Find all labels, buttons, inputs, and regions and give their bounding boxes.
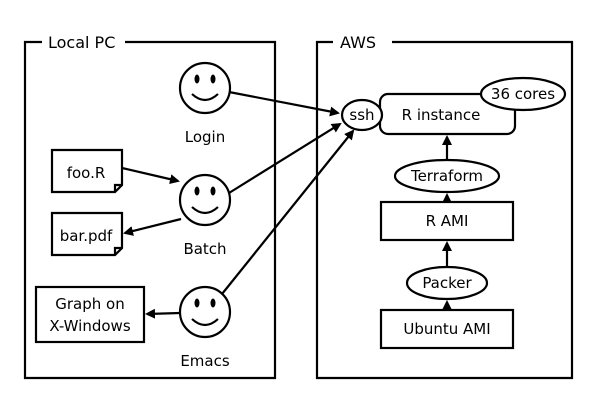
bar-pdf-label: bar.pdf xyxy=(60,227,113,245)
cores-label: 36 cores xyxy=(491,85,555,103)
packer-label: Packer xyxy=(422,274,472,292)
cores-badge: 36 cores xyxy=(479,76,567,112)
batch-label: Batch xyxy=(183,240,226,258)
emacs-label: Emacs xyxy=(180,352,230,370)
terraform-node: Terraform xyxy=(393,158,501,194)
arrow-login-to-ssh xyxy=(228,90,340,117)
arrow-foo-to-batch xyxy=(121,166,180,185)
foo-r-file: foo.R xyxy=(50,148,124,194)
graph-x-windows-box: Graph on X-Windows xyxy=(34,285,146,344)
aws-panel: AWS xyxy=(315,33,574,380)
aws-title: AWS xyxy=(340,33,376,52)
emacs-face-icon xyxy=(178,285,232,339)
login-face-icon xyxy=(178,61,232,115)
ubuntu-ami-label: Ubuntu AMI xyxy=(403,320,490,338)
ssh-node: ssh xyxy=(340,98,384,132)
terraform-label: Terraform xyxy=(410,167,483,185)
local-pc-panel: Local PC xyxy=(23,33,277,380)
login-label: Login xyxy=(185,128,225,146)
r-instance-label: R instance xyxy=(402,106,481,124)
arrow-emacs-to-graph xyxy=(145,308,181,319)
r-ami-label: R AMI xyxy=(426,212,469,230)
graph-line-2: X-Windows xyxy=(49,317,130,335)
ubuntu-ami-box: Ubuntu AMI xyxy=(379,308,515,350)
graph-line-1: Graph on xyxy=(55,295,124,313)
packer-node: Packer xyxy=(405,265,489,301)
ssh-label: ssh xyxy=(349,106,374,124)
r-ami-box: R AMI xyxy=(379,200,515,242)
local-pc-title: Local PC xyxy=(48,33,115,52)
arrow-batch-to-ssh xyxy=(228,122,342,194)
foo-r-label: foo.R xyxy=(67,164,106,182)
batch-face-icon xyxy=(178,173,232,227)
arrow-batch-to-bar xyxy=(123,217,182,236)
bar-pdf-file: bar.pdf xyxy=(50,211,124,257)
arrow-emacs-to-ssh xyxy=(221,129,355,295)
